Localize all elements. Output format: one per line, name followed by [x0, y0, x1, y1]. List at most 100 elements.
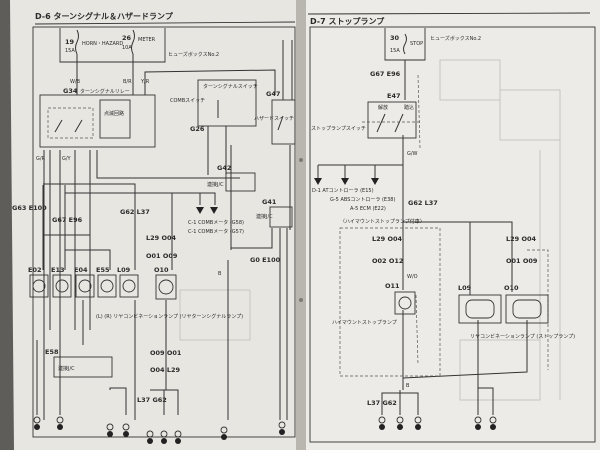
junction-connector-g41: G41 連接J/C [256, 198, 293, 228]
diagram-label: ストップランプスイッチ [311, 126, 366, 132]
turn-signal-relay: 点滅回路 G34 ターンシグナルリレー [39, 87, 156, 148]
diagram-label: B [406, 383, 410, 389]
ground-symbols-left [33, 416, 286, 444]
wire-color: B/R [123, 79, 132, 85]
fuse-icon [403, 33, 407, 55]
diagram-label: B [218, 271, 222, 277]
diagram-label: O01 O09 [146, 252, 178, 260]
meter-refs: C-1 COMBメータ (G58) C-1 COMBメータ (G57) [188, 207, 244, 235]
diagram-label: 連接J/C [207, 181, 224, 188]
diagram-label: G26 [190, 125, 205, 133]
diagram-label: C-1 COMBメータ (G57) [188, 228, 244, 235]
turn-lamps: E02 E13 E04 E55 L09 O10 (L) (R) リヤコンビネーシ… [28, 266, 243, 320]
diagram-label: E04 [74, 266, 88, 274]
diagram-label: ハザードスイッチ [254, 116, 294, 122]
lamp-e02: E02 [28, 266, 49, 298]
wire-color: Y/R [140, 79, 150, 85]
diagram-label: G67 E96 [370, 70, 401, 78]
lamp-e13: E13 [51, 266, 72, 298]
diagram-label: ターンシグナルスイッチ [203, 83, 258, 90]
diagram-label: 30 [390, 34, 400, 42]
diagram-label: L37 G62 [137, 396, 167, 404]
diagram-label: E02 [28, 266, 42, 274]
stop-lamp-switch: ストップランプスイッチ 解放 踏込 [311, 101, 420, 139]
lamp-l09: L09 [117, 266, 139, 298]
diagram-label: ヒューズボックスNo.2 [430, 35, 481, 42]
diagram-label: 19 [65, 38, 75, 46]
diagram-label: O09 O01 [150, 349, 182, 357]
left-page-title: D-6 ターンシグナル＆ハザードランプ [35, 11, 174, 21]
diagram-label: G/R [36, 156, 46, 162]
diagram-label: ハイマウントストップランプ [332, 319, 397, 326]
diagram-label: 点滅回路 [104, 110, 124, 117]
diagram-label: G47 [266, 90, 280, 98]
binding-hole [299, 298, 303, 302]
ground-symbols-right [378, 416, 497, 430]
diagram-label: E47 [387, 92, 401, 100]
connector-labels-right: G67 E96 E47 G62 L37 L29 O04 O02 O12 O11 … [367, 70, 538, 407]
diagram-label: E13 [51, 266, 65, 274]
wire-color: W/B [70, 79, 81, 85]
diagram-label: ターンシグナルリレー [80, 88, 130, 95]
diagram-label: G-5 ABSコントローラ (E38) [330, 197, 395, 203]
diagram-label: G/W [407, 151, 418, 157]
diagram-label: G62 L37 [120, 208, 150, 216]
wires-left [36, 40, 293, 420]
right-page [302, 0, 600, 450]
diagram-frame [309, 26, 596, 443]
title-rule [34, 21, 296, 25]
fuse-icon [131, 29, 135, 55]
wires-right [317, 60, 549, 415]
connector-label: G34 [63, 87, 78, 95]
comb-switch: ターンシグナルスイッチ COMBスイッチ G26 [170, 79, 258, 175]
diagram-label: G63 E100 [12, 204, 47, 212]
rear-combo-lamps: リヤコンビネーションランプ (ストップランプ) [458, 294, 575, 340]
show-through [179, 59, 561, 401]
diagram-label: 踏込 [404, 104, 414, 111]
diagram-label: L09 [117, 266, 131, 274]
diagram-label: G62 L37 [408, 199, 438, 207]
hazard-switch: G47 ハザードスイッチ [254, 90, 296, 145]
lamp-e55: E55 [96, 266, 117, 298]
diagram-label: L29 O04 [506, 235, 536, 243]
diagram-label: STOP [410, 41, 423, 47]
diagram-label: C-1 COMBメータ (G58) [188, 219, 244, 226]
lamp-caption: (L) (R) リヤコンビネーションランプ (リヤターンシグナルランプ) [96, 313, 243, 320]
fuse-icon [75, 29, 79, 55]
connector-labels-left: G63 E100 G67 E96 G62 L37 L29 O04 O01 O09… [12, 156, 281, 404]
diagram-label: G67 E96 [52, 216, 83, 224]
diagram-label: O11 [385, 282, 400, 290]
diagram-label: O10 [154, 266, 169, 274]
diagram-label: COMBスイッチ [170, 98, 205, 104]
right-page-title: D-7 ストップランプ [310, 16, 385, 26]
diagram-label: HORN・HAZARD [82, 41, 123, 47]
diagram-label: E55 [96, 266, 110, 274]
diagram-label: METER [138, 37, 156, 43]
junction-connector-e58: E58 連接J/C [45, 348, 113, 378]
lamp-e04: E04 [74, 266, 95, 298]
diagram-label: 15A [65, 48, 75, 54]
diagram-label: 15A [390, 48, 400, 54]
diagram-label: L09 [458, 284, 472, 292]
diagram-label: 〈ハイマウントストップランプ付車〉 [340, 218, 425, 225]
binding-gutter [296, 0, 306, 450]
diagram-label: 26 [122, 34, 132, 42]
fuse-box-label: ヒューズボックスNo.2 [168, 51, 219, 58]
controller-refs: D-1 ATコントローラ (E15) G-5 ABSコントローラ (E38) A… [312, 178, 395, 212]
high-mount-option: 〈ハイマウントストップランプ付車〉 ハイマウントストップランプ [332, 218, 441, 377]
diagram-label: G/Y [62, 156, 72, 162]
title-rule [307, 12, 591, 15]
junction-connector-g42: G42 連接J/C [207, 164, 256, 192]
diagram-label: L29 O04 [372, 235, 402, 243]
diagram-label: O02 O12 [372, 257, 403, 265]
diagram-label: G41 [262, 198, 277, 206]
left-page [10, 0, 300, 450]
diagram-label: 10A [122, 45, 132, 51]
diagram-label: W/O [407, 274, 418, 280]
diagram-label: G42 [217, 164, 231, 172]
diagram-label: A-5 ECM (E22) [350, 206, 386, 212]
diagram-label: G0 E100 [250, 256, 281, 264]
diagram-label: 連接J/C [256, 213, 273, 220]
